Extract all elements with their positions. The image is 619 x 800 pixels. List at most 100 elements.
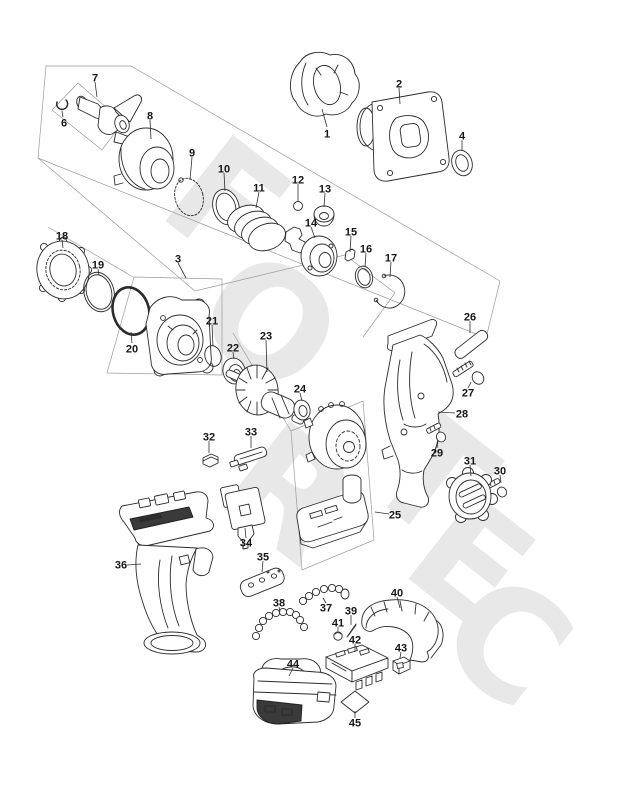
group-line-18-20 <box>47 226 134 278</box>
part-number-label-41: 41 <box>332 618 344 630</box>
leader-line-16 <box>364 252 367 268</box>
part-number-label-34: 34 <box>240 538 253 550</box>
part-number-label-40: 40 <box>391 588 403 600</box>
part-20-o-ring <box>111 286 151 336</box>
part-number-label-25: 25 <box>389 510 401 522</box>
leader-line-37 <box>322 597 327 604</box>
part-number-label-45: 45 <box>349 718 361 730</box>
part-number-label-15: 15 <box>345 227 357 239</box>
part-13-spacer <box>313 205 335 227</box>
part-17-snap-ring <box>373 273 406 309</box>
part-number-label-21: 21 <box>206 316 218 328</box>
part-number-label-42: 42 <box>349 635 361 647</box>
part-37-lead-wire <box>298 583 350 606</box>
leader-line-15 <box>349 235 352 253</box>
group-box-3 <box>106 276 223 376</box>
part-number-label-14: 14 <box>305 218 318 230</box>
group-band-main-axis <box>37 65 501 339</box>
part-number-label-19: 19 <box>92 260 104 272</box>
leader-line-14 <box>310 226 316 239</box>
part-number-label-44: 44 <box>287 659 300 671</box>
part-29-screw <box>426 422 447 443</box>
leader-line-7 <box>94 81 98 98</box>
part-number-label-3: 3 <box>175 254 181 266</box>
part-6-retaining-ring <box>55 99 69 111</box>
part-number-label-13: 13 <box>319 184 331 196</box>
group-line-spindle <box>37 157 396 338</box>
part-number-label-32: 32 <box>203 432 215 444</box>
leader-line-30 <box>499 474 502 484</box>
part-42-terminal-block <box>325 644 389 691</box>
part-40-bumper <box>361 599 444 663</box>
part-32-cap <box>202 453 219 468</box>
part-number-label-8: 8 <box>147 111 153 123</box>
part-number-label-1: 1 <box>324 129 330 141</box>
part-9-toothed-washer <box>174 177 204 217</box>
part-number-label-24: 24 <box>294 384 307 396</box>
leader-line-34 <box>244 527 247 539</box>
part-38-coiled-wire <box>251 607 309 641</box>
part-41-cap <box>333 631 343 641</box>
part-number-label-28: 28 <box>456 409 468 421</box>
part-number-label-31: 31 <box>464 456 476 468</box>
leader-line-25 <box>374 511 390 515</box>
part-23-rotor <box>225 364 305 425</box>
part-number-label-2: 2 <box>396 79 402 91</box>
part-26-label-strip <box>454 329 489 359</box>
part-number-label-22: 22 <box>227 343 239 355</box>
part-19-o-ring <box>83 271 115 313</box>
leader-line-13 <box>323 192 326 208</box>
part-number-label-10: 10 <box>218 164 230 176</box>
part-31-bearing-retainer <box>446 467 498 523</box>
part-number-label-16: 16 <box>360 244 372 256</box>
leader-line-11 <box>255 191 260 209</box>
leader-line-3 <box>177 262 187 279</box>
part-43-block <box>392 656 411 675</box>
part-number-label-39: 39 <box>345 606 357 618</box>
leader-line-29 <box>436 440 439 449</box>
part-number-label-26: 26 <box>464 312 476 324</box>
leader-line-9 <box>189 156 193 181</box>
part-7-anvil-assembly <box>76 94 142 148</box>
part-25-stator-and-controller <box>296 401 369 549</box>
leader-line-22 <box>232 351 235 360</box>
part-15-pin <box>344 248 356 262</box>
part-45-sheet <box>340 690 370 714</box>
part-number-label-23: 23 <box>260 331 272 343</box>
leader-line-17 <box>389 261 392 278</box>
part-2-hammer-case <box>356 91 450 182</box>
leader-line-43 <box>399 651 402 659</box>
leader-line-1 <box>321 108 328 128</box>
part-number-label-29: 29 <box>431 448 443 460</box>
part-24-ball-bearing <box>293 399 311 421</box>
part-11-compression-spring <box>227 204 286 252</box>
part-18-ring-gear <box>36 236 93 303</box>
part-number-label-27: 27 <box>462 388 474 400</box>
part-number-label-35: 35 <box>257 552 269 564</box>
part-8-bearing-box <box>113 127 175 191</box>
part-33-terminal-bar <box>229 446 268 472</box>
part-number-label-4: 4 <box>459 131 466 143</box>
part-44-connector-housing <box>252 658 337 725</box>
part-28-motor-housing <box>381 319 454 508</box>
parts-artwork: Makita <box>36 51 508 725</box>
part-number-label-9: 9 <box>189 148 195 160</box>
leader-line-19 <box>97 268 100 276</box>
part-39-pin <box>346 623 357 638</box>
leader-line-18 <box>61 239 64 249</box>
part-number-label-43: 43 <box>395 643 407 655</box>
part-number-label-11: 11 <box>253 183 265 195</box>
leader-line-31 <box>469 464 472 477</box>
part-16-o-ring <box>354 265 374 289</box>
leader-line-35 <box>261 560 264 573</box>
part-number-label-7: 7 <box>92 73 98 85</box>
leader-line-44 <box>288 667 294 677</box>
leader-line-24 <box>299 392 303 402</box>
leader-line-27 <box>467 381 472 389</box>
part-21-o-ring <box>204 345 222 367</box>
leader-line-6 <box>61 110 64 118</box>
part-14-spindle <box>284 226 338 277</box>
part-27-screw <box>452 360 485 385</box>
leader-line-23 <box>265 339 268 373</box>
